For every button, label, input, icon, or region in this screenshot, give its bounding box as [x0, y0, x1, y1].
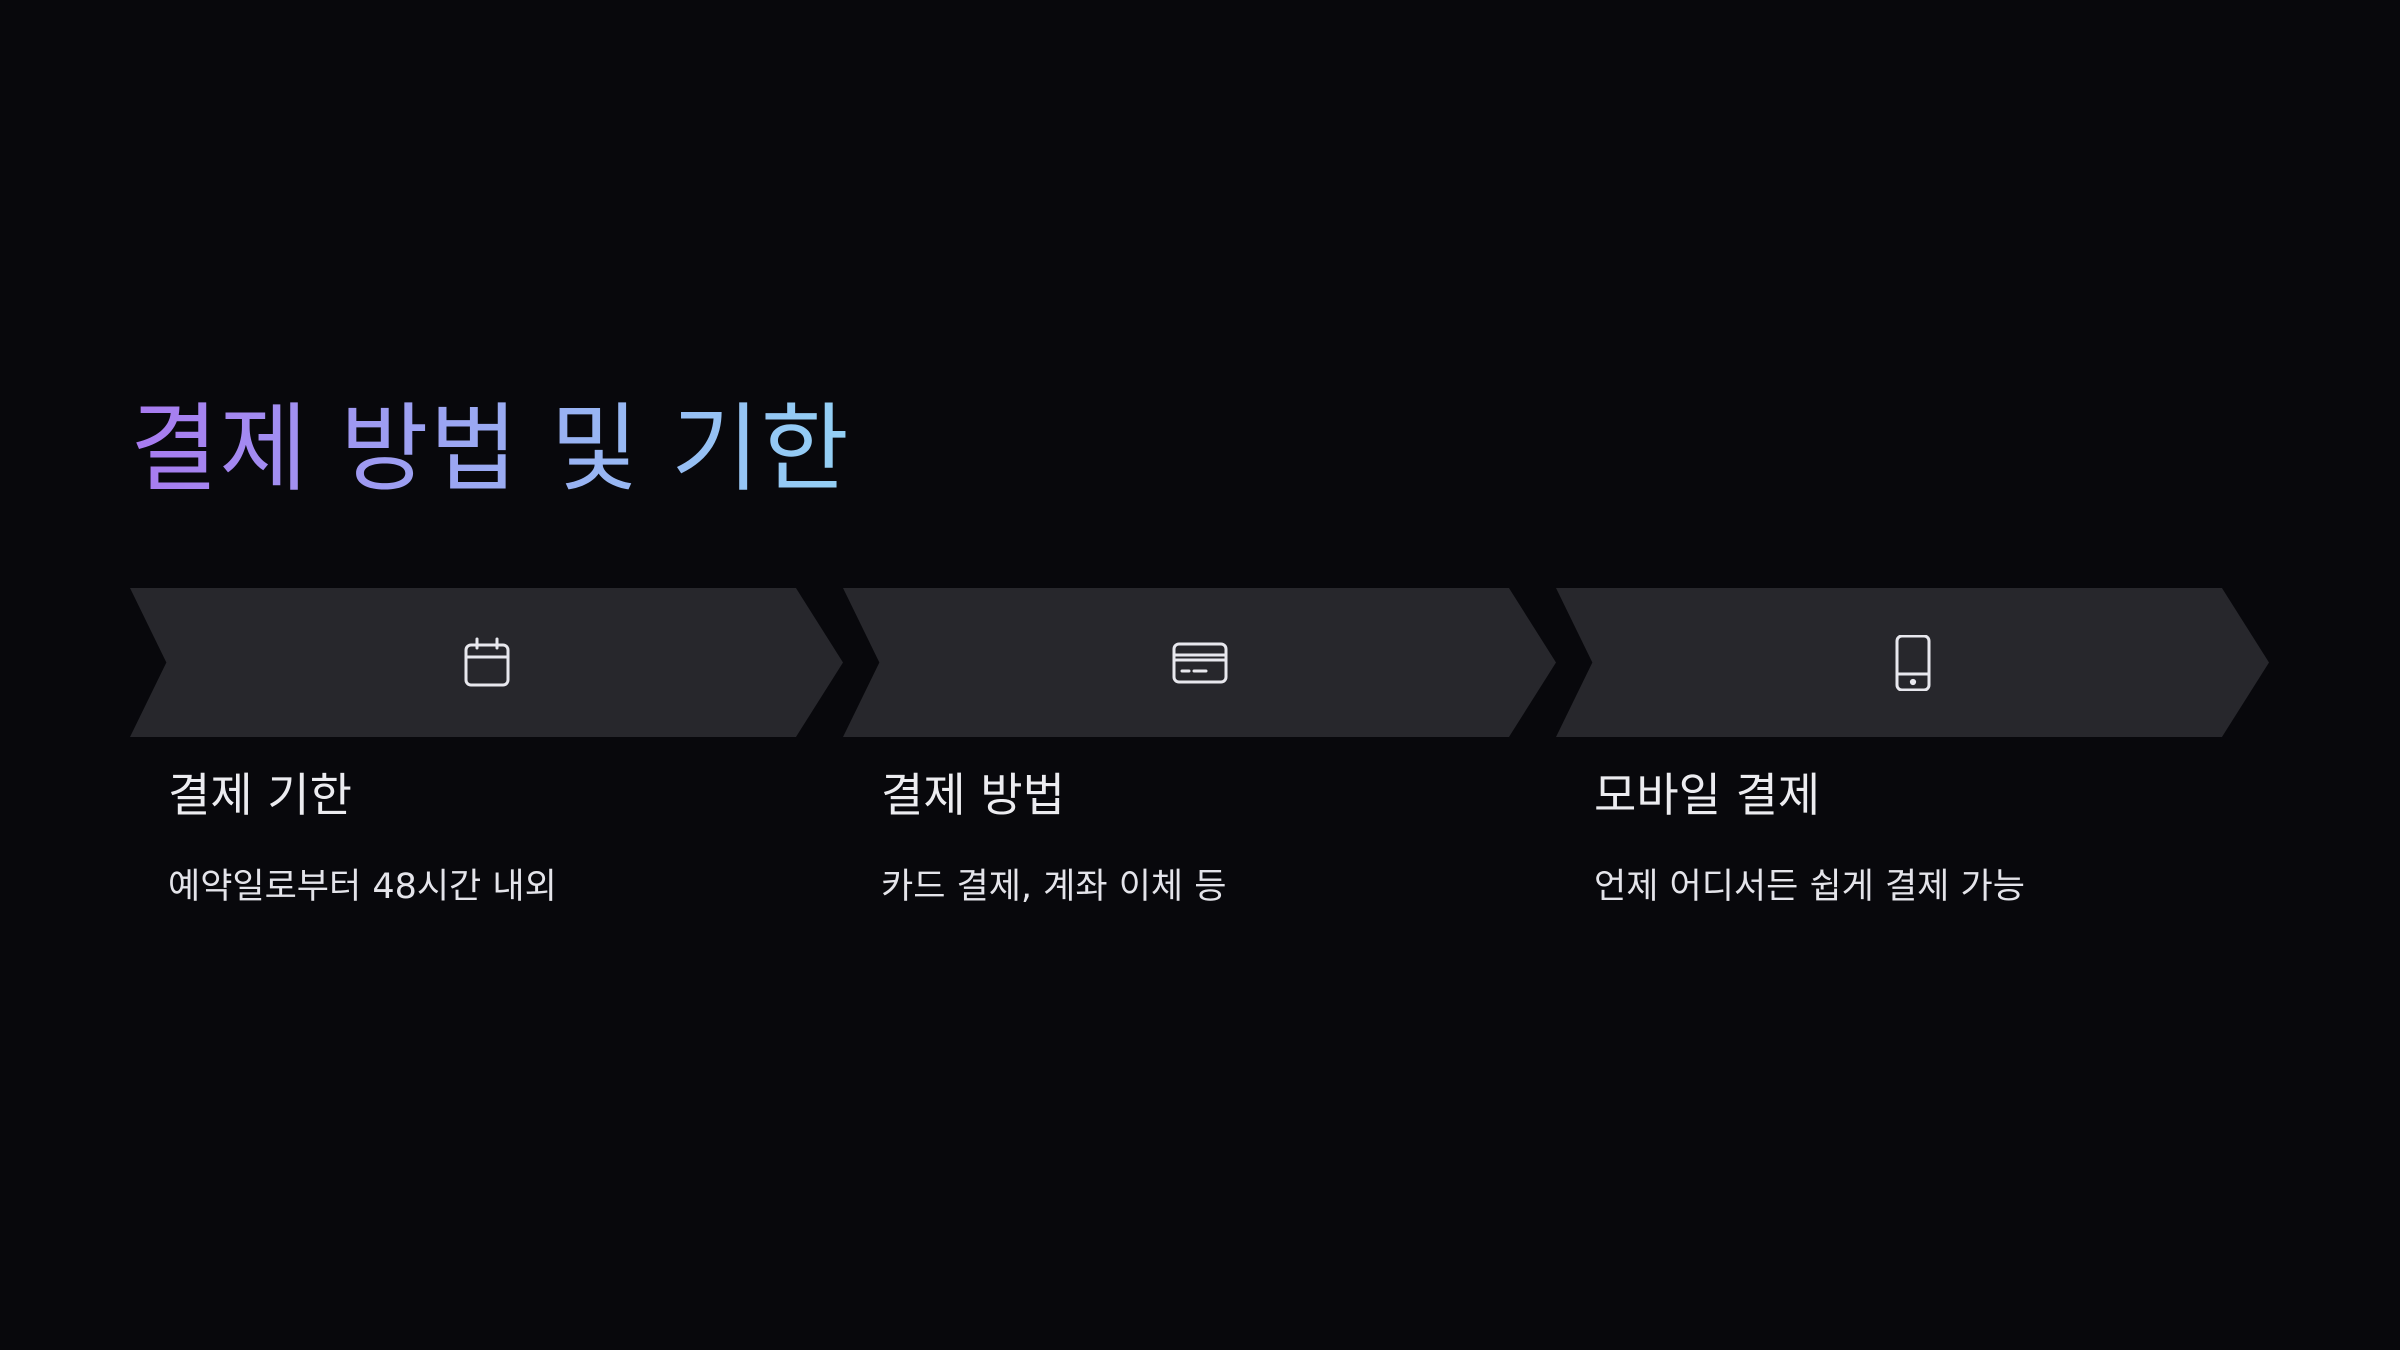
step-title: 결제 방법	[881, 768, 1065, 822]
calendar-icon	[459, 635, 515, 691]
credit-card-icon	[1172, 635, 1228, 691]
step-description: 예약일로부터 48시간 내외	[168, 867, 557, 907]
smartphone-icon	[1885, 634, 1941, 691]
step-description: 카드 결제, 계좌 이체 등	[881, 867, 1227, 907]
step-title: 모바일 결제	[1594, 768, 1821, 822]
step-chevron-payment-method	[843, 588, 1556, 737]
step-description: 언제 어디서든 쉽게 결제 가능	[1594, 867, 2025, 907]
step-chevron-payment-deadline	[130, 588, 843, 737]
page-title: 결제 방법 및 기한	[130, 392, 850, 507]
step-chevron-mobile-payment	[1556, 588, 2269, 737]
step-title: 결제 기한	[168, 768, 352, 822]
